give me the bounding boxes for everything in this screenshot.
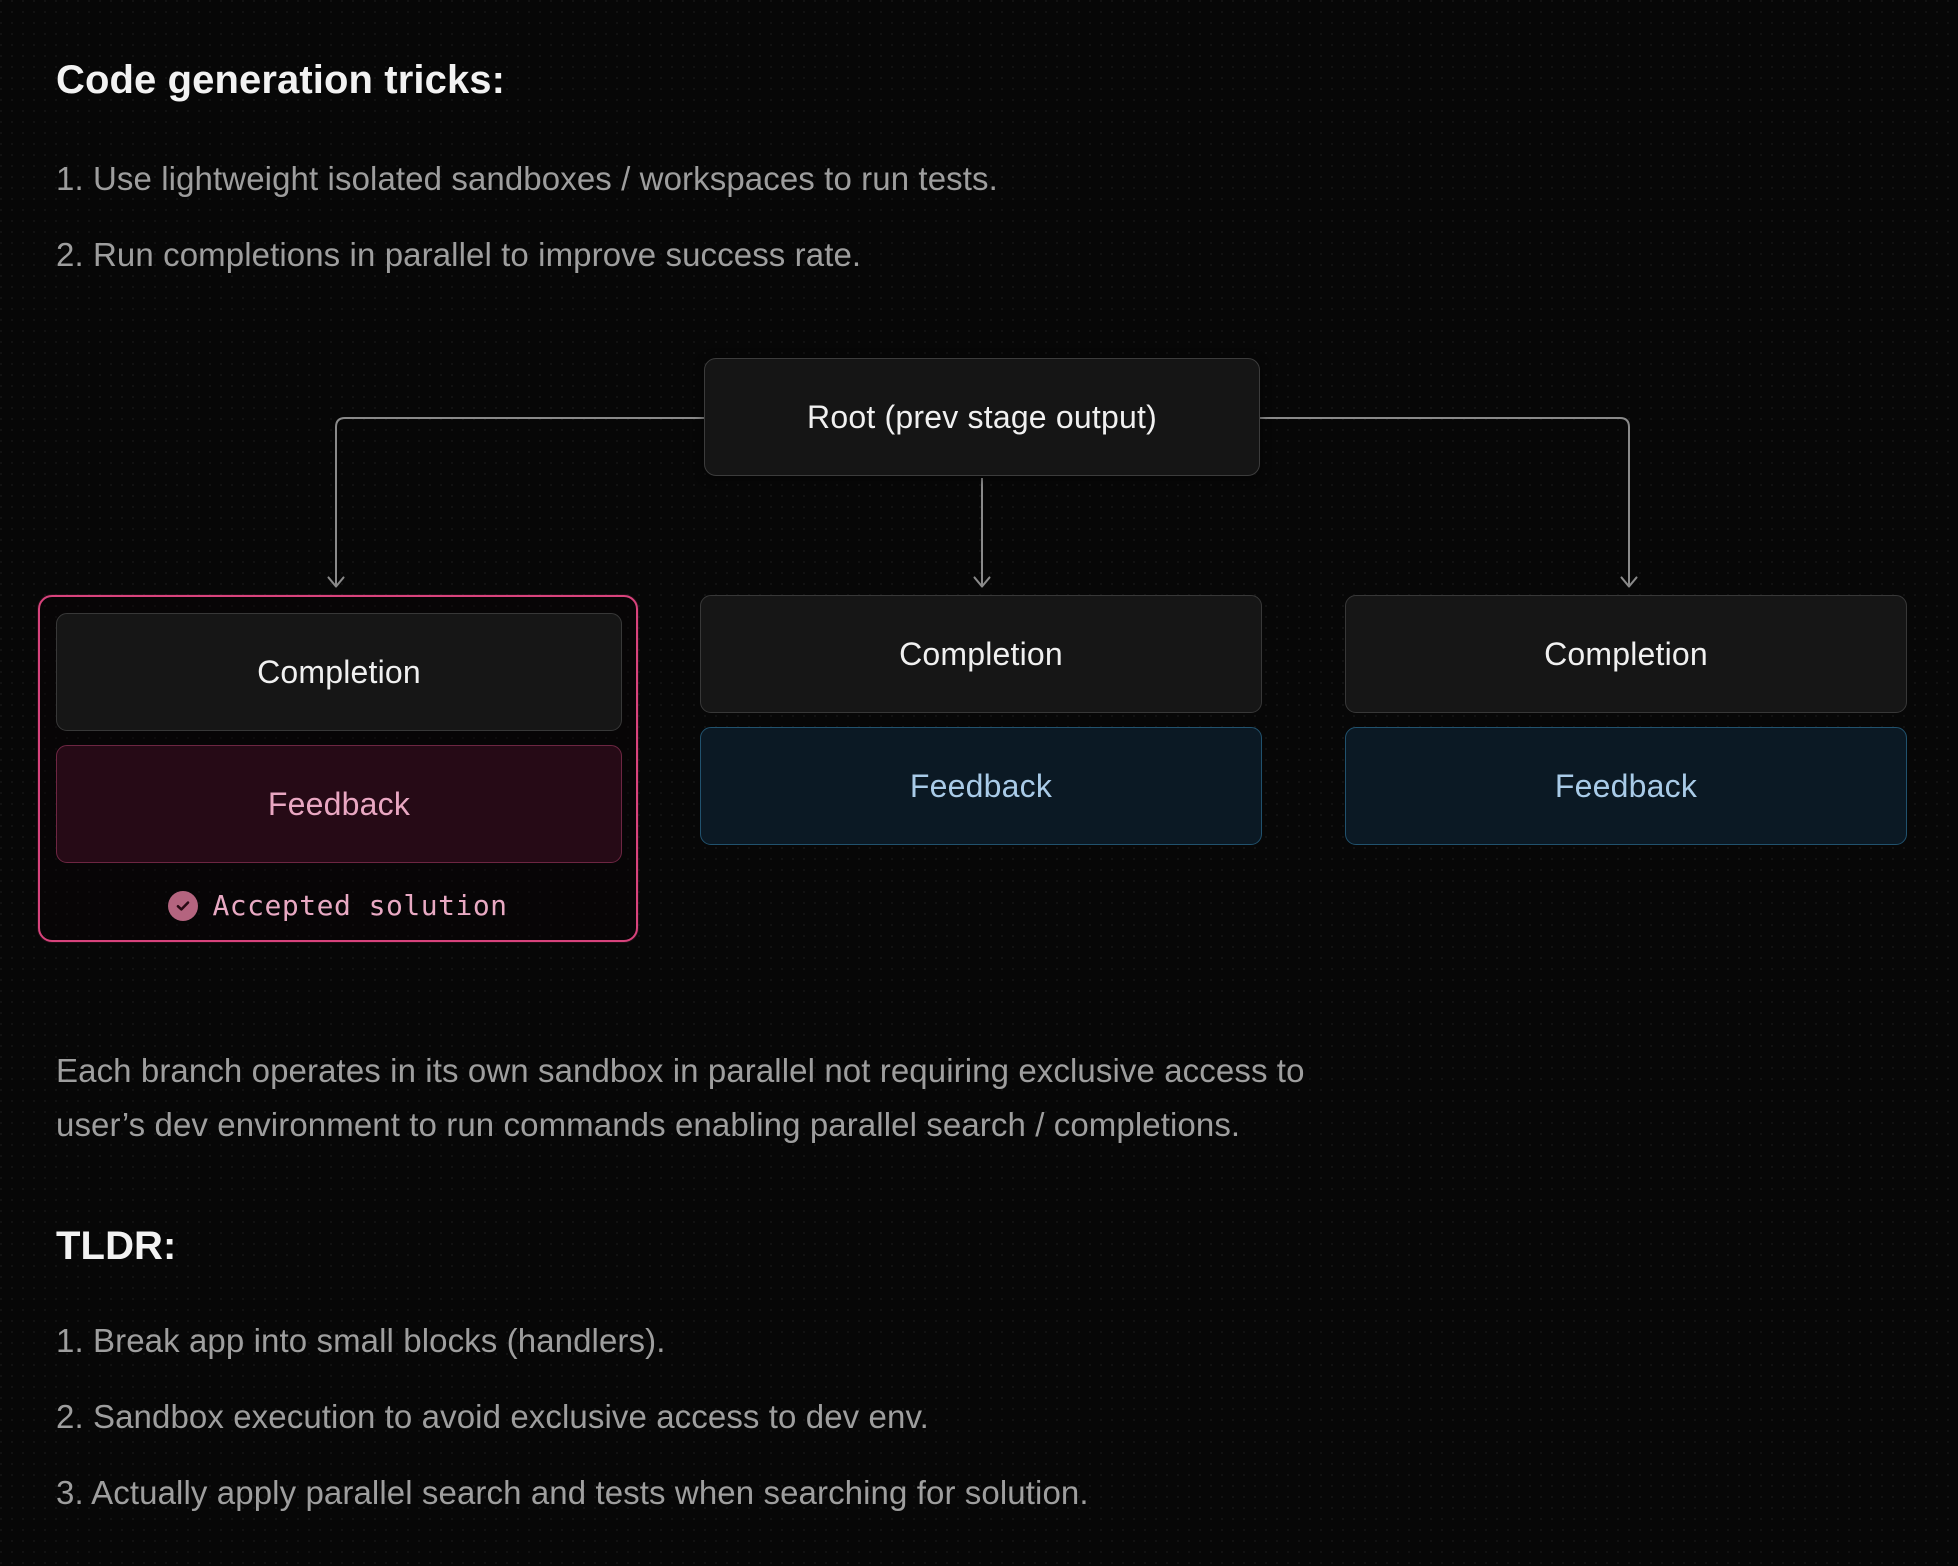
tricks-item-2: 2. Run completions in parallel to improv…: [56, 236, 862, 273]
branch-column-1: Completion Feedback Accepted solution: [38, 595, 638, 942]
tricks-item-1: 1. Use lightweight isolated sandboxes / …: [56, 160, 998, 197]
branch-card-3[interactable]: Completion Feedback: [1345, 595, 1945, 845]
tldr-item-1: 1. Break app into small blocks (handlers…: [56, 1322, 666, 1359]
node-root-label: Root (prev stage output): [807, 398, 1157, 435]
node-feedback-3-label: Feedback: [1554, 767, 1698, 804]
caption-line-2: user’s dev environment to run commands e…: [56, 1106, 1241, 1143]
branch-diagram: Root (prev stage output) Completion Feed…: [0, 330, 1958, 990]
node-feedback-2[interactable]: Feedback: [700, 727, 1262, 845]
page-title-tldr: TLDR:: [56, 1224, 177, 1268]
node-completion-1[interactable]: Completion: [56, 613, 622, 731]
branch-card-accepted[interactable]: Completion Feedback Accepted solution: [38, 595, 638, 942]
tldr-item-2: 2. Sandbox execution to avoid exclusive …: [56, 1398, 929, 1435]
node-completion-1-label: Completion: [257, 653, 421, 690]
check-circle-icon: [168, 890, 199, 921]
node-feedback-2-label: Feedback: [909, 767, 1053, 804]
branch-column-2: Completion Feedback: [700, 595, 1300, 845]
node-completion-3-label: Completion: [1544, 635, 1708, 672]
accepted-solution-badge: Accepted solution: [56, 889, 620, 922]
page-title-code-generation-tricks: Code generation tricks:: [56, 58, 506, 102]
node-completion-3[interactable]: Completion: [1345, 595, 1907, 713]
accepted-solution-label: Accepted solution: [212, 889, 508, 922]
branch-column-3: Completion Feedback: [1345, 595, 1945, 845]
node-feedback-1[interactable]: Feedback: [56, 745, 622, 863]
tldr-item-3: 3. Actually apply parallel search and te…: [56, 1474, 1089, 1511]
caption-line-1: Each branch operates in its own sandbox …: [56, 1052, 1305, 1089]
node-feedback-1-label: Feedback: [267, 785, 411, 822]
branch-card-2[interactable]: Completion Feedback: [700, 595, 1300, 845]
node-completion-2[interactable]: Completion: [700, 595, 1262, 713]
node-completion-2-label: Completion: [899, 635, 1063, 672]
node-root[interactable]: Root (prev stage output): [704, 358, 1260, 476]
node-feedback-3[interactable]: Feedback: [1345, 727, 1907, 845]
